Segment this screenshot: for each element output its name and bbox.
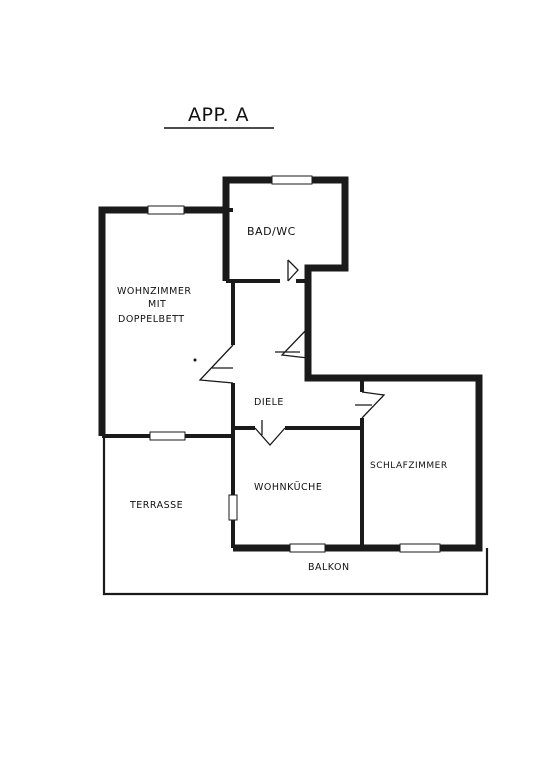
windows	[147, 175, 441, 553]
room-label-bad-wc: BAD/WC	[247, 225, 296, 238]
room-label-terrasse: TERRASSE	[129, 500, 183, 511]
terrace-balcony-outline	[102, 432, 489, 596]
plan-title: APP. A	[188, 104, 249, 126]
room-label-balkon: BALKON	[308, 562, 350, 573]
room-label-wohnzimmer-line1: WOHNZIMMER	[117, 286, 191, 297]
room-label-diele: DIELE	[254, 397, 284, 408]
room-label-schlafzimmer: SCHLAFZIMMER	[370, 461, 448, 471]
room-label-wohnzimmer-line2: MIT	[148, 299, 166, 310]
room-label-wohnzimmer-line3: DOPPELBETT	[118, 314, 185, 325]
interior-walls	[102, 208, 364, 548]
doors	[198, 259, 386, 446]
wall-mark-dot	[193, 358, 197, 362]
room-label-wohnkueche: WOHNKÜCHE	[254, 482, 322, 493]
